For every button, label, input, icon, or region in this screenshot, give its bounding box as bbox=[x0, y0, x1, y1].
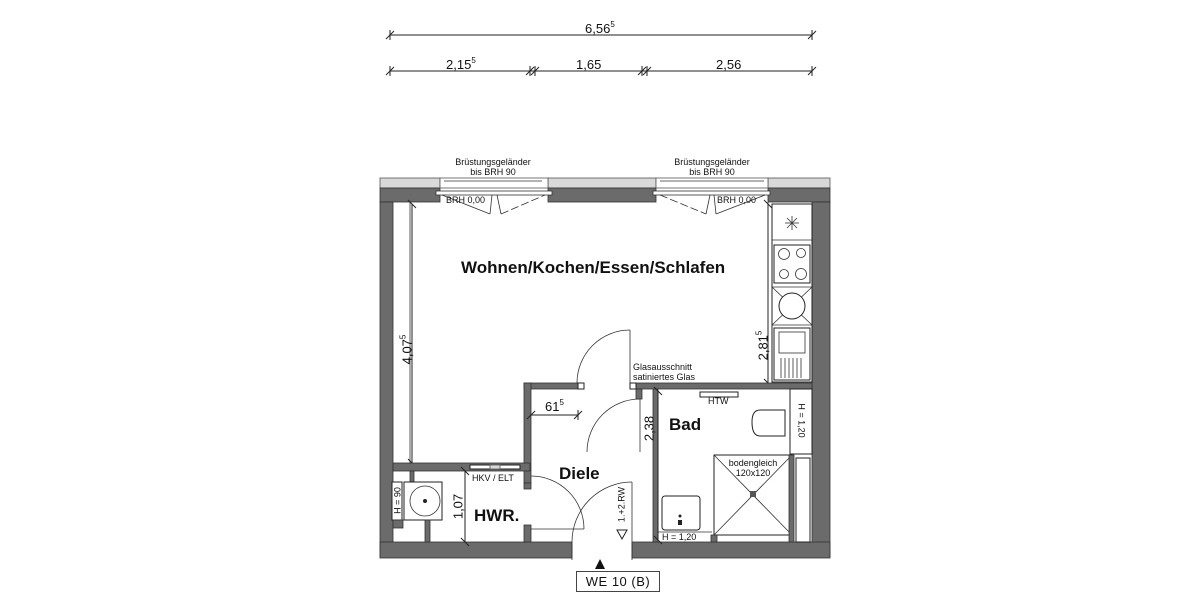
room-label-utility: HWR. bbox=[474, 506, 520, 525]
towel-radiator-label: HTW bbox=[708, 396, 729, 406]
dimension-bath-height bbox=[653, 386, 663, 545]
wc-height-label: H = 1,20 bbox=[796, 403, 807, 438]
dimension-segment-3-label: 2,56 bbox=[716, 57, 742, 72]
sink-height-label: H = 1,20 bbox=[662, 532, 697, 542]
dimension-overall-label: 6,565 bbox=[585, 20, 615, 36]
exterior-wall-bottom-right bbox=[631, 541, 831, 559]
dimension-bath-height-label: 2,38 bbox=[641, 415, 657, 442]
dimension-hall-width-label: 615 bbox=[545, 398, 564, 414]
dimension-utility-height-label: 1,07 bbox=[450, 493, 466, 520]
room-label-living: Wohnen/Kochen/Essen/Schlafen bbox=[461, 258, 726, 277]
bath-sink bbox=[658, 495, 712, 533]
exterior-wall-left bbox=[379, 201, 394, 558]
washer-height-label: H = 90 bbox=[392, 487, 403, 514]
dimension-segments bbox=[385, 66, 817, 76]
toilet bbox=[751, 388, 813, 455]
washing-machine bbox=[391, 481, 443, 543]
room-label-hall: Diele bbox=[559, 464, 600, 483]
window-door-right bbox=[652, 177, 771, 215]
shower bbox=[710, 454, 811, 543]
dimension-living-height-label: 4,075 bbox=[398, 334, 415, 365]
interior-wall-hwr-right bbox=[523, 482, 532, 490]
dimension-segment-1-label: 2,155 bbox=[446, 56, 476, 72]
door-bath bbox=[586, 398, 641, 453]
freezer-snowflake-icon bbox=[785, 216, 799, 230]
exterior-wall-bottom-left bbox=[379, 541, 573, 559]
exterior-wall-right bbox=[811, 201, 831, 558]
towel-radiator bbox=[699, 391, 739, 398]
unit-label: WE 10 (B) bbox=[576, 571, 660, 592]
dimension-overall bbox=[385, 30, 817, 40]
smoke-detector-label: 1.+2.RW bbox=[616, 486, 627, 523]
dimension-hall-width bbox=[526, 410, 583, 420]
cooktop-icon bbox=[773, 244, 811, 284]
kitchen-unit bbox=[771, 203, 813, 383]
door-living bbox=[576, 329, 631, 384]
door-hwr bbox=[530, 475, 585, 530]
dimension-utility-height bbox=[460, 466, 470, 547]
kitchen-sink-icon bbox=[771, 286, 813, 326]
interior-wall-bath-top bbox=[631, 382, 813, 390]
dishwasher-icon bbox=[773, 327, 811, 381]
door-entry bbox=[571, 481, 633, 543]
exterior-wall-top bbox=[379, 177, 831, 203]
interior-wall-hall-top bbox=[523, 382, 583, 390]
smoke-detector-icon bbox=[616, 529, 628, 541]
dimension-segment-2-label: 1,65 bbox=[576, 57, 602, 72]
sill-height-left: BRH 0,00 bbox=[446, 195, 486, 205]
distribution-label: HKV / ELT bbox=[472, 473, 514, 483]
sill-height-right: BRH 0,00 bbox=[717, 195, 757, 205]
entry-arrow-icon bbox=[595, 559, 605, 569]
room-label-bath: Bad bbox=[669, 415, 702, 434]
dimension-kitchen-height-label: 2,815 bbox=[754, 330, 771, 361]
window-door-left bbox=[435, 177, 553, 215]
